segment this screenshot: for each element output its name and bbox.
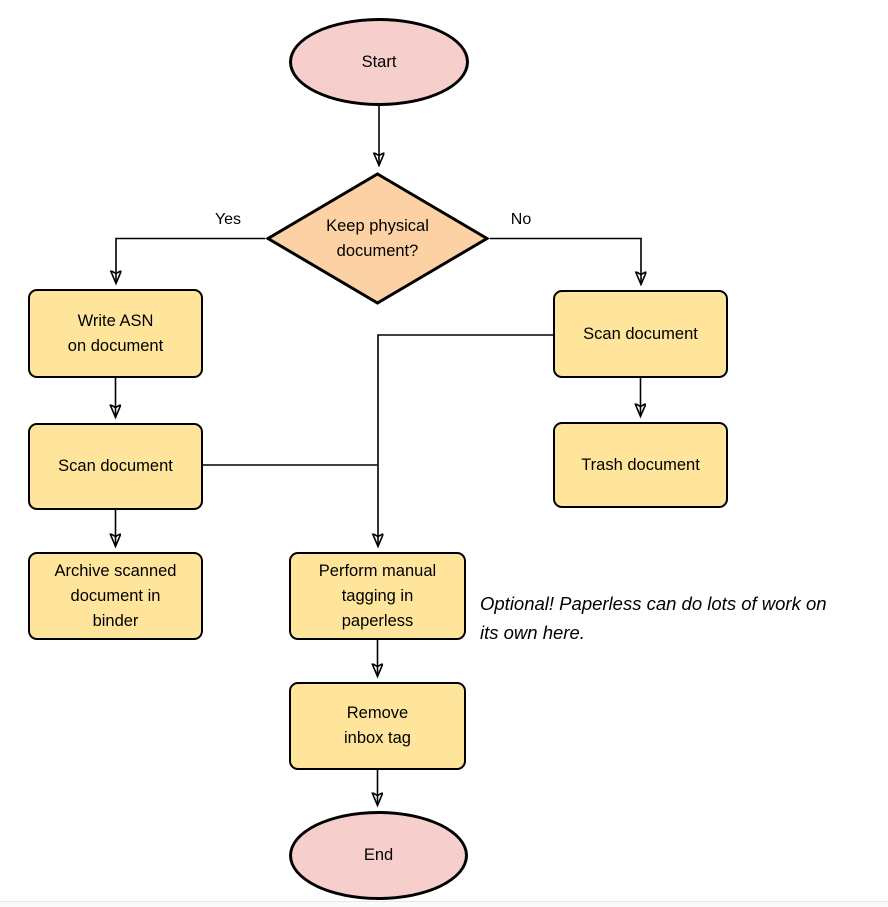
node-write-asn: Write ASN on document [28,289,203,378]
node-archive-in-binder: Archive scanned document in binder [28,552,203,640]
node-remove-inbox-tag: Remove inbox tag [289,682,466,770]
edge-scan-right-to-tagging [378,334,553,546]
edge-decision-yes-to-write-asn [116,237,265,284]
node-decision: Keep physical document? [265,171,490,306]
node-scan-document-left: Scan document [28,423,203,510]
node-start: Start [289,18,469,106]
node-trash-document: Trash document [553,422,728,508]
page-bottom-edge [0,901,888,907]
edge-decision-no-to-scan-right [490,237,641,285]
decision-label: Keep physical document? [326,216,429,260]
edge-label-no: No [510,211,532,228]
node-end: End [289,811,468,900]
node-manual-tagging: Perform manual tagging in paperless [289,552,466,640]
node-scan-document-right: Scan document [553,290,728,378]
decision-diamond-shape [265,172,490,305]
edge-label-yes: Yes [214,211,242,228]
annotation-optional-note: Optional! Paperless can do lots of work … [480,593,827,643]
